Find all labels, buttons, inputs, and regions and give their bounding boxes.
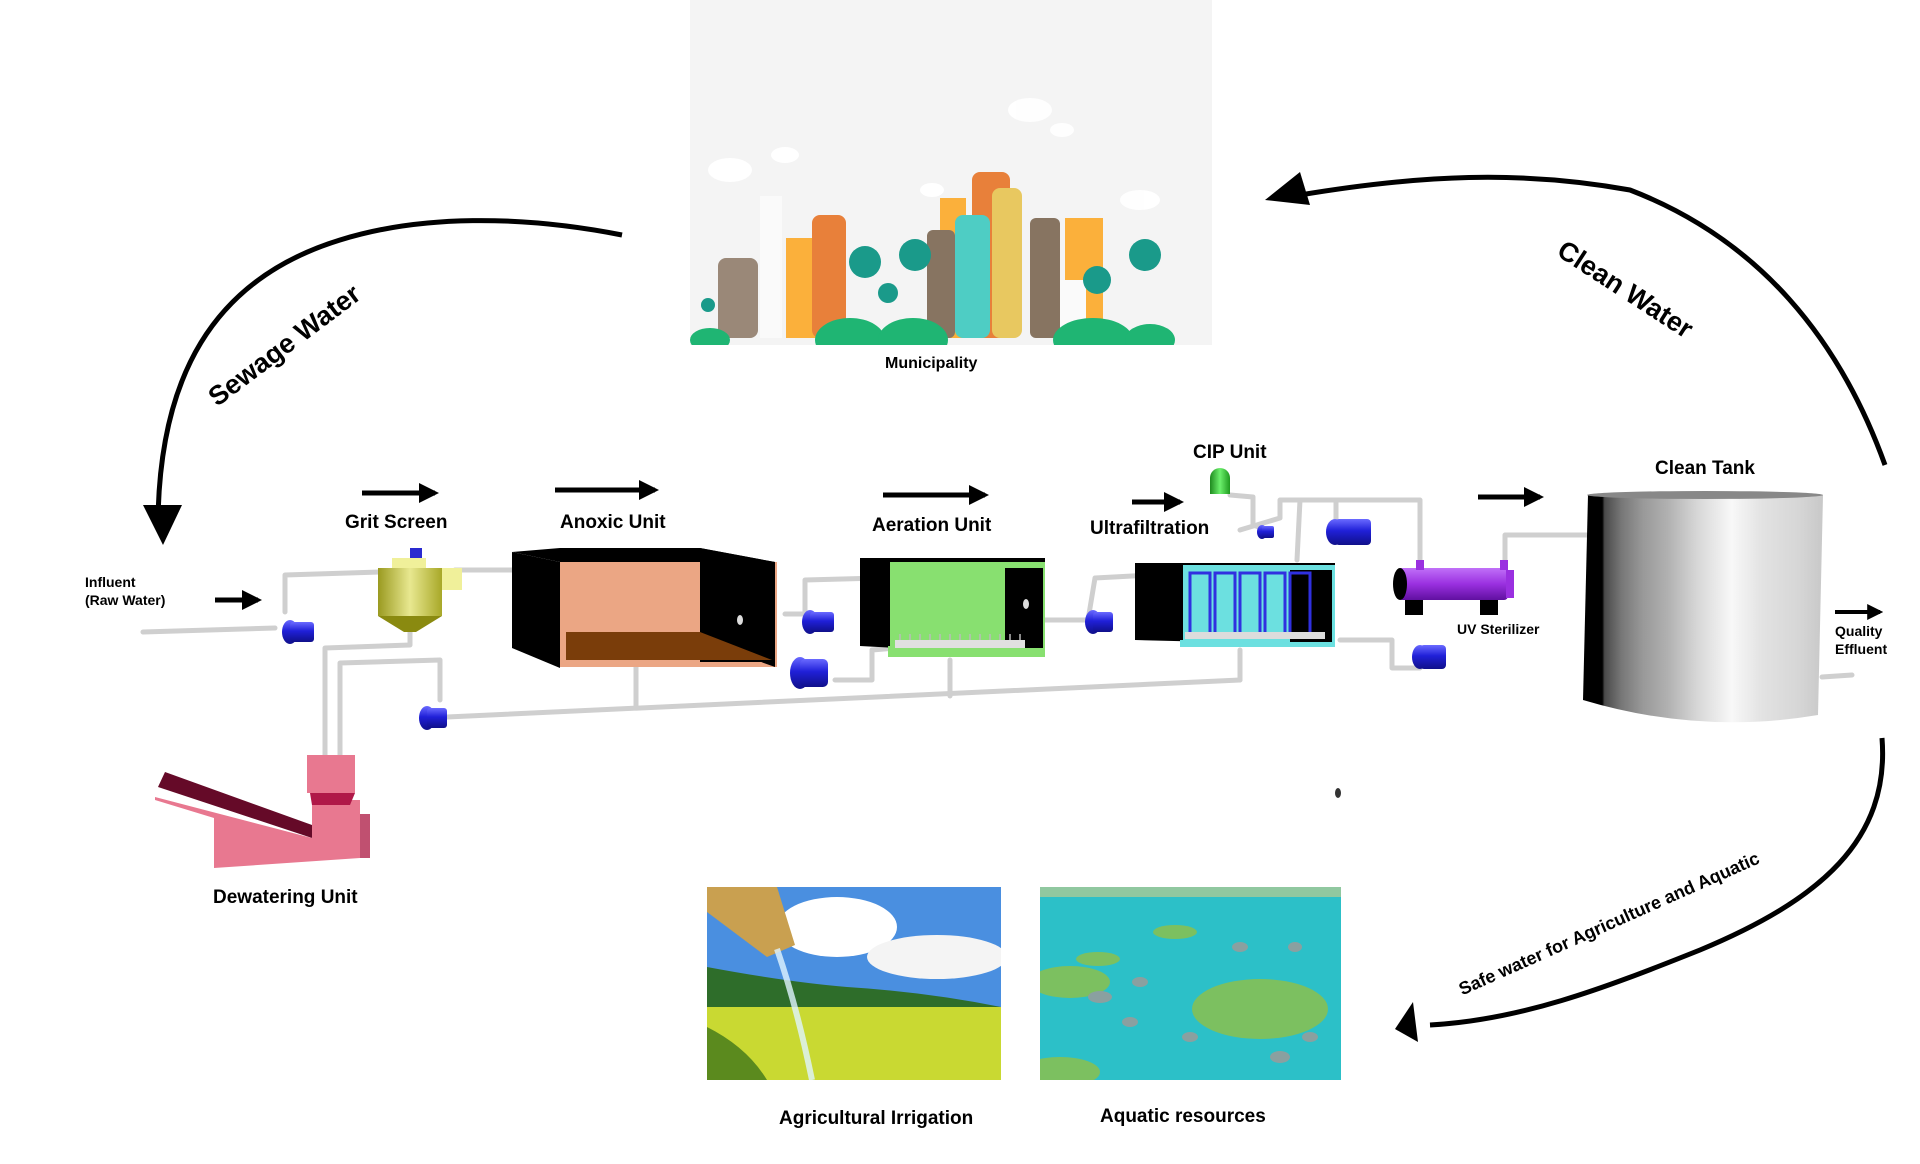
reuse-water-arrow xyxy=(1395,737,1886,1042)
grit-screen-unit[interactable] xyxy=(378,548,462,632)
ultrafiltration-label: Ultrafiltration xyxy=(1090,518,1210,539)
pump-anoxic-out xyxy=(802,610,834,634)
irrigation-photo-icon xyxy=(707,887,1001,1080)
building xyxy=(718,258,758,338)
uv-sterilizer-label: UV Sterilizer xyxy=(1457,621,1540,637)
anoxic-tank[interactable] xyxy=(512,548,777,668)
sewage-water-arrow xyxy=(143,218,623,545)
clean-tank-label: Clean Tank xyxy=(1655,458,1755,479)
dewatering-unit-label: Dewatering Unit xyxy=(213,887,358,908)
clean-tank[interactable] xyxy=(1583,491,1823,723)
clean-water-arrow xyxy=(1265,172,1888,466)
fish-pond-icon xyxy=(1040,887,1341,1080)
influent-label-line1: Influent xyxy=(85,574,136,590)
influent-label: Influent (Raw Water) xyxy=(85,573,165,609)
quality-effluent-label: Quality Effluent xyxy=(1835,622,1887,658)
aeration-tank[interactable] xyxy=(860,558,1045,657)
pipework xyxy=(140,492,1855,758)
dewatering-unit[interactable] xyxy=(155,755,370,868)
blower-aeration xyxy=(790,657,828,689)
municipality-label: Municipality xyxy=(885,355,978,372)
municipality-illustration xyxy=(690,0,1212,345)
flow-arrows xyxy=(215,480,1884,620)
pump-sludge xyxy=(419,706,447,730)
aquatic-resources-image xyxy=(1040,887,1341,1080)
anoxic-unit-label: Anoxic Unit xyxy=(560,512,666,533)
pump-influent xyxy=(282,620,314,644)
cip-unit-label: CIP Unit xyxy=(1193,442,1267,463)
pump-permeate xyxy=(1326,519,1371,545)
artifact-dot xyxy=(1335,788,1341,798)
effluent-label-line1: Quality xyxy=(1835,623,1883,639)
city-skyline-icon xyxy=(690,98,1175,345)
grit-screen-label: Grit Screen xyxy=(345,512,448,533)
uv-sterilizer[interactable] xyxy=(1393,560,1514,615)
aeration-unit-label: Aeration Unit xyxy=(872,515,992,536)
agricultural-irrigation-label: Agricultural Irrigation xyxy=(779,1108,974,1129)
pump-cip xyxy=(1257,525,1274,539)
pump-backwash xyxy=(1412,645,1446,669)
ultrafiltration-tank[interactable] xyxy=(1135,563,1335,647)
pump-aeration-out xyxy=(1085,610,1113,634)
aquatic-resources-label: Aquatic resources xyxy=(1100,1106,1266,1127)
effluent-label-line2: Effluent xyxy=(1835,641,1888,657)
cip-tank[interactable] xyxy=(1210,468,1230,494)
agricultural-irrigation-image xyxy=(707,887,1001,1080)
influent-label-line2: (Raw Water) xyxy=(85,592,166,608)
pumps[interactable] xyxy=(282,519,1446,730)
